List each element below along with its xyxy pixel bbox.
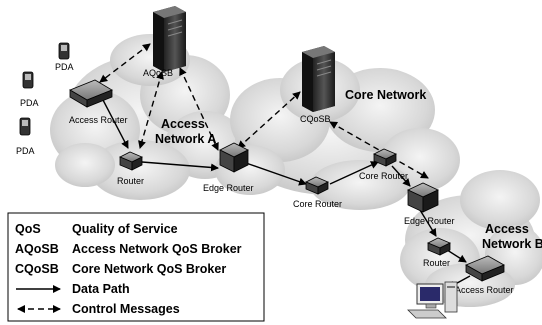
legend-desc-qos: Quality of Service	[72, 222, 178, 236]
control-aqosb-edge-router	[179, 67, 219, 151]
pda-2-icon	[22, 71, 34, 89]
desktop-computer-icon	[407, 281, 458, 319]
access-network-b-label-line1: Access	[485, 222, 529, 236]
pda-3-label: PDA	[16, 146, 35, 156]
aqosb-server-icon	[153, 6, 186, 72]
edge-router-b-icon	[407, 182, 439, 213]
legend: QoS Quality of Service AQoSB Access Netw…	[7, 212, 265, 322]
core-router-1-label: Core Router	[293, 199, 342, 209]
legend-desc-cqosb: Core Network QoS Broker	[72, 262, 226, 276]
aqosb-label: AQoSB	[143, 68, 173, 78]
data-path-router-to-edge-router	[141, 161, 219, 172]
router-a-icon	[119, 151, 143, 171]
data-path-access-router-to-router	[102, 99, 129, 149]
access-router-a-label: Access Router	[69, 115, 128, 125]
legend-abbr-cqosb: CQoSB	[15, 262, 59, 276]
legend-desc-control-messages: Control Messages	[72, 302, 180, 316]
pda-2-label: PDA	[20, 98, 39, 108]
edge-router-a-icon	[219, 142, 249, 173]
pda-1-label: PDA	[55, 62, 74, 72]
control-edge-router-cqosb	[237, 91, 301, 149]
control-aqosb-access-router	[99, 43, 151, 83]
cloud-access-network-b	[400, 170, 542, 307]
edge-router-b-label: Edge Router	[404, 216, 455, 226]
data-path-edge-router-to-core-router	[245, 162, 307, 186]
cqosb-server-icon	[302, 46, 335, 112]
access-network-a-label-line1: Access	[161, 117, 205, 131]
control-aqosb-router	[138, 71, 164, 149]
core-router-2-label: Core Router	[359, 171, 408, 181]
access-router-b-label: Access Router	[455, 285, 514, 295]
core-router-1-icon	[305, 176, 329, 195]
router-b-label: Router	[423, 258, 450, 268]
legend-abbr-aqosb: AQoSB	[15, 242, 59, 256]
cqosb-label: CQoSB	[300, 114, 331, 124]
pda-3-icon	[19, 117, 31, 136]
core-network-label: Core Network	[345, 88, 426, 102]
control-messages	[99, 43, 429, 179]
access-router-a-icon	[69, 79, 113, 108]
legend-desc-aqosb: Access Network QoS Broker	[72, 242, 242, 256]
data-path-edge-router-b-to-router-b	[419, 209, 437, 237]
access-network-a-label-line2: Network A	[155, 132, 216, 146]
pda-1-icon	[58, 42, 70, 60]
router-b-icon	[427, 237, 451, 256]
legend-desc-data-path: Data Path	[72, 282, 130, 296]
access-router-b-icon	[465, 255, 505, 282]
edge-router-a-label: Edge Router	[203, 183, 254, 193]
legend-abbr-qos: QoS	[15, 222, 41, 236]
control-cqosb-edge-router-b	[329, 121, 429, 179]
router-a-label: Router	[117, 176, 144, 186]
access-network-b-label-line2: Network B	[482, 237, 542, 251]
core-router-2-icon	[373, 148, 397, 167]
